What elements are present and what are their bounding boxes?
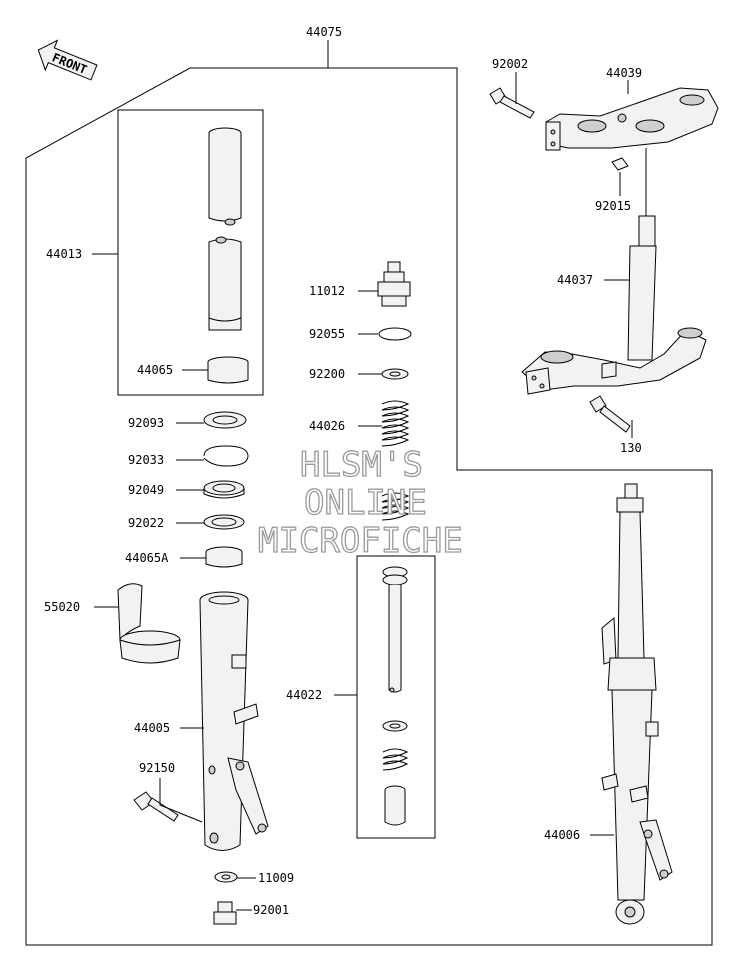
- part-bolt-92150[interactable]: [133, 791, 179, 822]
- assembly-outline: [25, 67, 713, 946]
- label-130[interactable]: 130: [620, 441, 642, 455]
- label-44022[interactable]: 44022: [286, 688, 322, 702]
- part-guard-55020[interactable]: [117, 583, 181, 664]
- label-92002[interactable]: 92002: [492, 57, 528, 71]
- part-nut-92015[interactable]: [611, 157, 629, 171]
- label-92055[interactable]: 92055: [309, 327, 345, 341]
- label-44075[interactable]: 44075: [306, 25, 342, 39]
- label-92200[interactable]: 92200: [309, 367, 345, 381]
- label-44039[interactable]: 44039: [606, 66, 642, 80]
- label-11012[interactable]: 11012: [309, 284, 345, 298]
- part-bushing-44065[interactable]: [207, 356, 249, 384]
- part-oil-seal-92049[interactable]: [203, 480, 245, 499]
- part-cap-11012[interactable]: [377, 261, 411, 307]
- part-dust-seal-92093[interactable]: [203, 411, 247, 429]
- part-upper-bracket-44039[interactable]: [545, 87, 719, 151]
- part-bolt-92001[interactable]: [213, 901, 237, 925]
- part-damper-rod[interactable]: [382, 566, 409, 826]
- label-92022[interactable]: 92022: [128, 516, 164, 530]
- part-stem-44037[interactable]: [521, 148, 707, 395]
- label-92093[interactable]: 92093: [128, 416, 164, 430]
- label-44065[interactable]: 44065: [137, 363, 173, 377]
- label-92001[interactable]: 92001: [253, 903, 289, 917]
- part-spring-44026[interactable]: [381, 400, 410, 521]
- label-44065A[interactable]: 44065A: [125, 551, 169, 565]
- part-outer-tube-44005[interactable]: [199, 591, 269, 851]
- label-92150[interactable]: 92150: [139, 761, 175, 775]
- part-washer-92200[interactable]: [381, 368, 409, 380]
- part-clip-92033[interactable]: [203, 445, 249, 467]
- box-44013: [117, 109, 264, 396]
- part-bolt-130[interactable]: [589, 395, 631, 433]
- part-bolt-92002[interactable]: [489, 87, 535, 119]
- label-92049[interactable]: 92049: [128, 483, 164, 497]
- label-92033[interactable]: 92033: [128, 453, 164, 467]
- label-44026[interactable]: 44026: [309, 419, 345, 433]
- label-44037[interactable]: 44037: [557, 273, 593, 287]
- part-inner-tube[interactable]: [208, 127, 242, 331]
- label-92015[interactable]: 92015: [595, 199, 631, 213]
- leader-92150: [159, 778, 203, 823]
- part-washer-11009[interactable]: [214, 871, 238, 883]
- label-11009[interactable]: 11009: [258, 871, 294, 885]
- watermark-line-2: ONLINE: [304, 483, 427, 523]
- box-44022: [356, 555, 436, 839]
- part-fork-assembly-44006[interactable]: [601, 483, 673, 925]
- watermark-line-1: HLSM'S: [300, 445, 423, 485]
- label-44013[interactable]: 44013: [46, 247, 82, 261]
- part-o-ring-92055[interactable]: [378, 327, 412, 341]
- part-washer-92022[interactable]: [203, 514, 245, 530]
- watermark-line-3: MICROFICHE: [258, 521, 463, 561]
- part-bushing-44065A[interactable]: [205, 546, 243, 568]
- label-44006[interactable]: 44006: [544, 828, 580, 842]
- label-44005[interactable]: 44005: [134, 721, 170, 735]
- front-arrow-icon: FRONT: [37, 39, 98, 81]
- label-55020[interactable]: 55020: [44, 600, 80, 614]
